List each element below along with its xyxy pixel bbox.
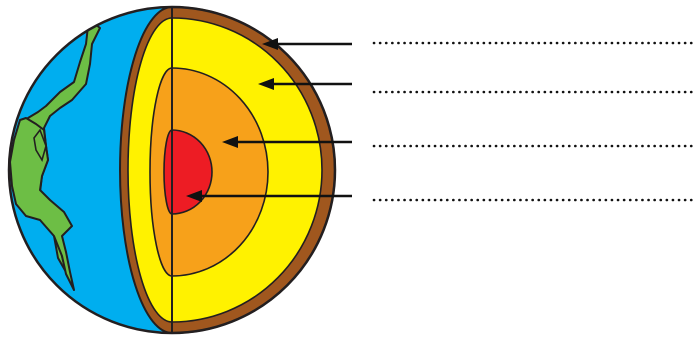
pointer-arrow-crust: [262, 38, 352, 50]
